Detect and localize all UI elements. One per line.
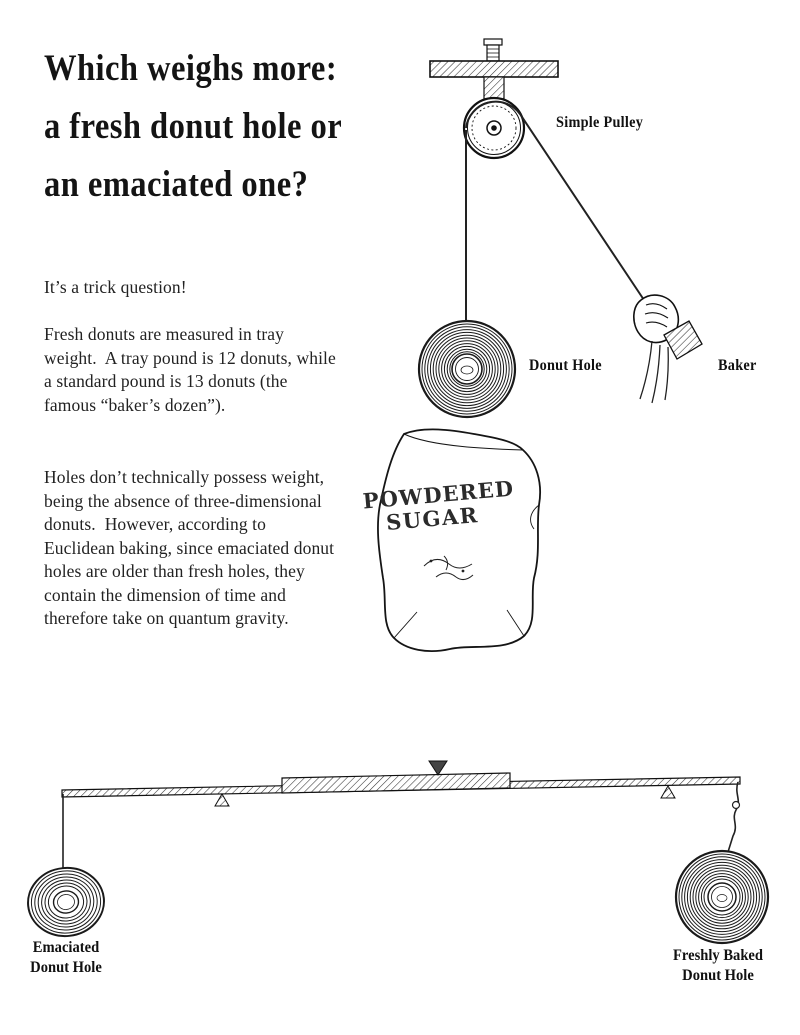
pivot-marker <box>428 760 448 776</box>
pulley-wheel-illustration <box>462 76 526 160</box>
body-paragraph-2: Fresh donuts are measured in tray weight… <box>44 324 341 415</box>
sugar-bag-flourish <box>423 555 474 581</box>
emaciated-donut-illustration <box>27 866 105 938</box>
body-paragraph-1: It’s a trick question! <box>44 277 187 297</box>
left-support-marker <box>214 793 230 807</box>
emaciated-donut-label-line-1: Emaciated <box>32 939 100 956</box>
baker-hand-illustration <box>633 294 703 404</box>
right-support-marker <box>660 785 676 799</box>
body-paragraph-3: Holes don’t technically possess weight, … <box>44 467 339 628</box>
ceiling-mount-illustration <box>429 38 559 78</box>
fresh-donut-label-line-1: Freshly Baked <box>672 947 764 964</box>
donut-hole-label: Donut Hole <box>529 357 602 374</box>
hanging-donut-illustration <box>417 319 517 419</box>
page-title: Which weighs more: a fresh donut hole or… <box>44 40 414 214</box>
balance-beam-illustration <box>61 760 741 869</box>
page-title-line-3: an emaciated one? <box>44 164 309 205</box>
emaciated-donut-label: Emaciated Donut Hole <box>13 938 118 977</box>
sugar-bag-illustration: POWDERED SUGAR <box>362 428 541 652</box>
fresh-donut-label-line-2: Donut Hole <box>682 966 754 984</box>
page-title-line-1: Which weighs more: <box>44 48 338 89</box>
emaciated-donut-label-line-2: Donut Hole <box>30 958 102 976</box>
page-title-line-2: a fresh donut hole or <box>44 106 343 147</box>
simple-pulley-label: Simple Pulley <box>556 114 644 131</box>
fresh-donut-label: Freshly Baked Donut Hole <box>662 946 775 985</box>
fresh-donut-illustration <box>674 849 770 945</box>
right-rope <box>727 781 740 853</box>
baker-label: Baker <box>718 357 757 374</box>
rope-to-baker <box>465 100 649 307</box>
